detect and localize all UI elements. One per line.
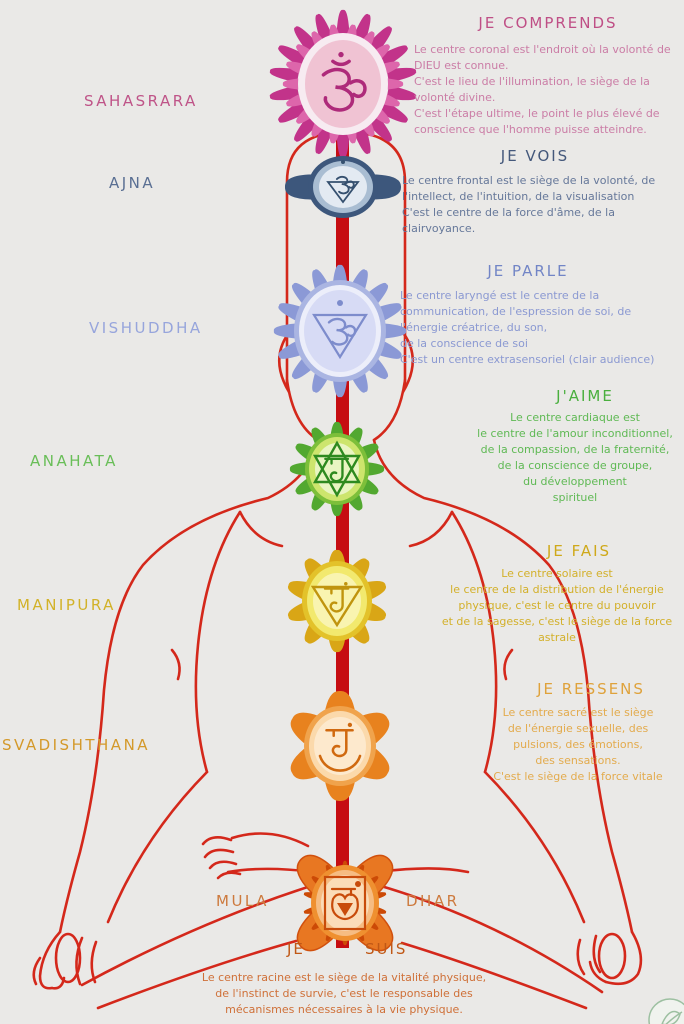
svadishthana-chakra-icon [290,690,390,802]
chest-right [408,510,454,548]
label-svadishthana: SVADISHTHANA [2,736,151,754]
label-ajna: AJNA [109,174,156,192]
label-manipura: MANIPURA [17,596,116,614]
label-vishuddha: VISHUDDHA [89,319,203,337]
elbow-crease-right [503,648,514,681]
hexagram-yam-glyph [312,440,362,498]
label-anahata: ANAHATA [30,452,118,470]
affirmation-crown: JE COMPRENDS [478,14,618,32]
description-crown: Le centre coronal est l'endroit où la vo… [414,43,671,136]
triangle-om-glyph [312,300,368,360]
affirmation-solar: JE FAIS [546,542,612,560]
chest-left [238,510,284,548]
description-heart: Le centre cardiaque est le centre de l'a… [477,411,673,504]
om-glyph [321,51,367,112]
om-in-triangle-glyph [326,160,360,204]
square-lam-glyph [323,875,367,931]
muladhara-chakra-icon [296,854,394,952]
sahasrara-chakra-icon [269,9,417,159]
manipura-chakra-icon [287,549,387,653]
description-root: Le centre racine est le siège de la vita… [201,971,487,1016]
description-sacral: Le centre sacré est le siège de l'énergi… [493,706,663,783]
ear-right [401,332,414,394]
label-sahasrara: SAHASRARA [84,92,198,110]
shin-left-lower [80,867,470,987]
ear-left [278,332,291,394]
neck-shoulder-arm-left [58,438,320,934]
hand-left [32,930,98,990]
thigh-right [483,770,586,924]
crescent-vam-glyph [318,722,362,772]
elbow-crease-left [170,648,181,681]
hand-right [576,930,643,986]
affirmation-throat: JE PARLE [487,262,569,280]
shin-right-upper [400,941,588,1010]
vishuddha-chakra-icon [273,264,407,398]
description-throat: Le centre laryngé est le centre de la co… [400,289,655,366]
inner-arm-left [194,510,242,774]
knee-right [597,932,627,980]
triangle-ram-glyph [310,582,364,628]
anahata-chakra-icon [289,421,385,517]
description-solar: Le centre solaire est le centre de la di… [441,567,673,644]
neck-shoulder-arm-right [372,438,634,934]
ajna-chakra-icon [284,156,402,218]
affirmation-root-left: JE [287,940,305,958]
shin-left-upper [96,939,298,1010]
lotus-petals [269,9,417,159]
foot-top-left [230,832,310,848]
affirmation-root-right: SUIS [365,940,408,958]
jaw-right [372,378,407,442]
affirmation-sacral: JE RESSENS [537,680,645,698]
label-muladhara-right: DHAR [406,892,460,910]
knee-left [54,932,82,984]
label-muladhara-left: MULA [216,892,269,910]
affirmation-third-eye: JE VOIS [500,147,570,165]
thigh-left [106,770,209,924]
leaf-watermark-icon [648,998,684,1024]
affirmation-heart: J'AIME [556,387,614,405]
toes-left [201,835,242,880]
description-third-eye: Le centre frontal est le siège de la vol… [402,174,656,235]
inner-arm-right [450,510,498,774]
